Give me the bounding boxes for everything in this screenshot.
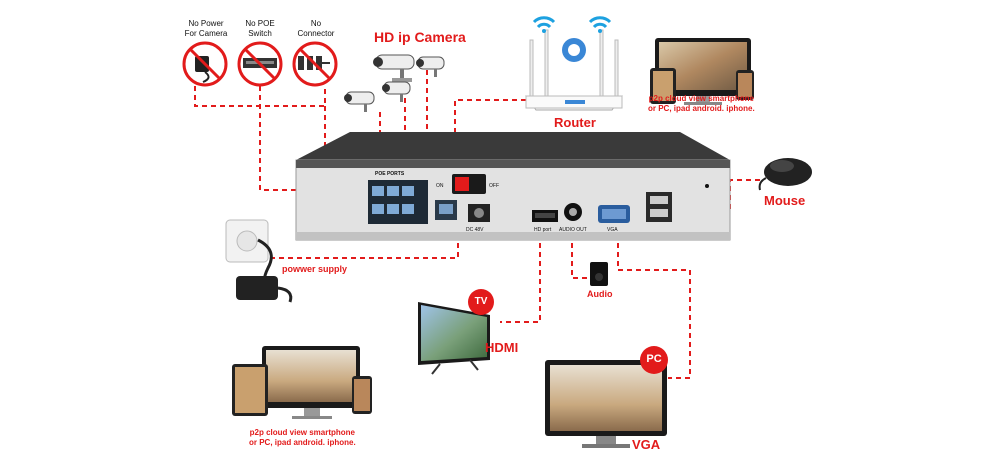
tv-badge: TV <box>474 296 488 307</box>
router-icon <box>525 16 623 111</box>
nvr-recorder <box>295 132 731 241</box>
camera-label: HD ip Camera <box>374 29 466 45</box>
wifi-icon <box>532 16 612 29</box>
dc-label: DC 48V <box>466 227 484 233</box>
router-label: Router <box>554 115 596 130</box>
pc-badge: PC <box>646 353 662 365</box>
line-no-items-to-nvr <box>194 86 385 191</box>
audio-label: Audio <box>587 289 613 299</box>
p2p-devices-bottom-icon <box>232 346 372 419</box>
off-label: OFF <box>489 183 499 189</box>
vga-port-label: VGA <box>607 227 618 233</box>
mouse-icon <box>758 158 812 191</box>
audio-out-label: AUDIO OUT <box>559 227 587 233</box>
hdmi-port-label: HD port <box>534 227 552 233</box>
line-vga <box>617 234 691 379</box>
vga-label: VGA <box>632 437 661 452</box>
p2p-devices-top-icon <box>650 38 754 105</box>
tv-icon <box>418 289 494 375</box>
power-supply-icon <box>225 219 293 303</box>
line-audio <box>571 234 590 279</box>
mouse-label: Mouse <box>764 193 806 208</box>
speaker-icon <box>590 262 608 286</box>
pc-monitor-icon <box>545 346 668 448</box>
power-supply-label: powwer supply <box>282 264 348 274</box>
no-poe-switch-icon <box>237 41 283 87</box>
hdmi-label: HDMI <box>485 340 519 355</box>
poe-ports-label: POE PORTS <box>375 171 405 177</box>
no-power-icon <box>182 41 228 87</box>
line-hdmi <box>500 234 541 323</box>
ip-camera-icons <box>344 54 445 112</box>
on-label: ON <box>436 183 444 189</box>
no-connector-icon <box>292 41 338 87</box>
